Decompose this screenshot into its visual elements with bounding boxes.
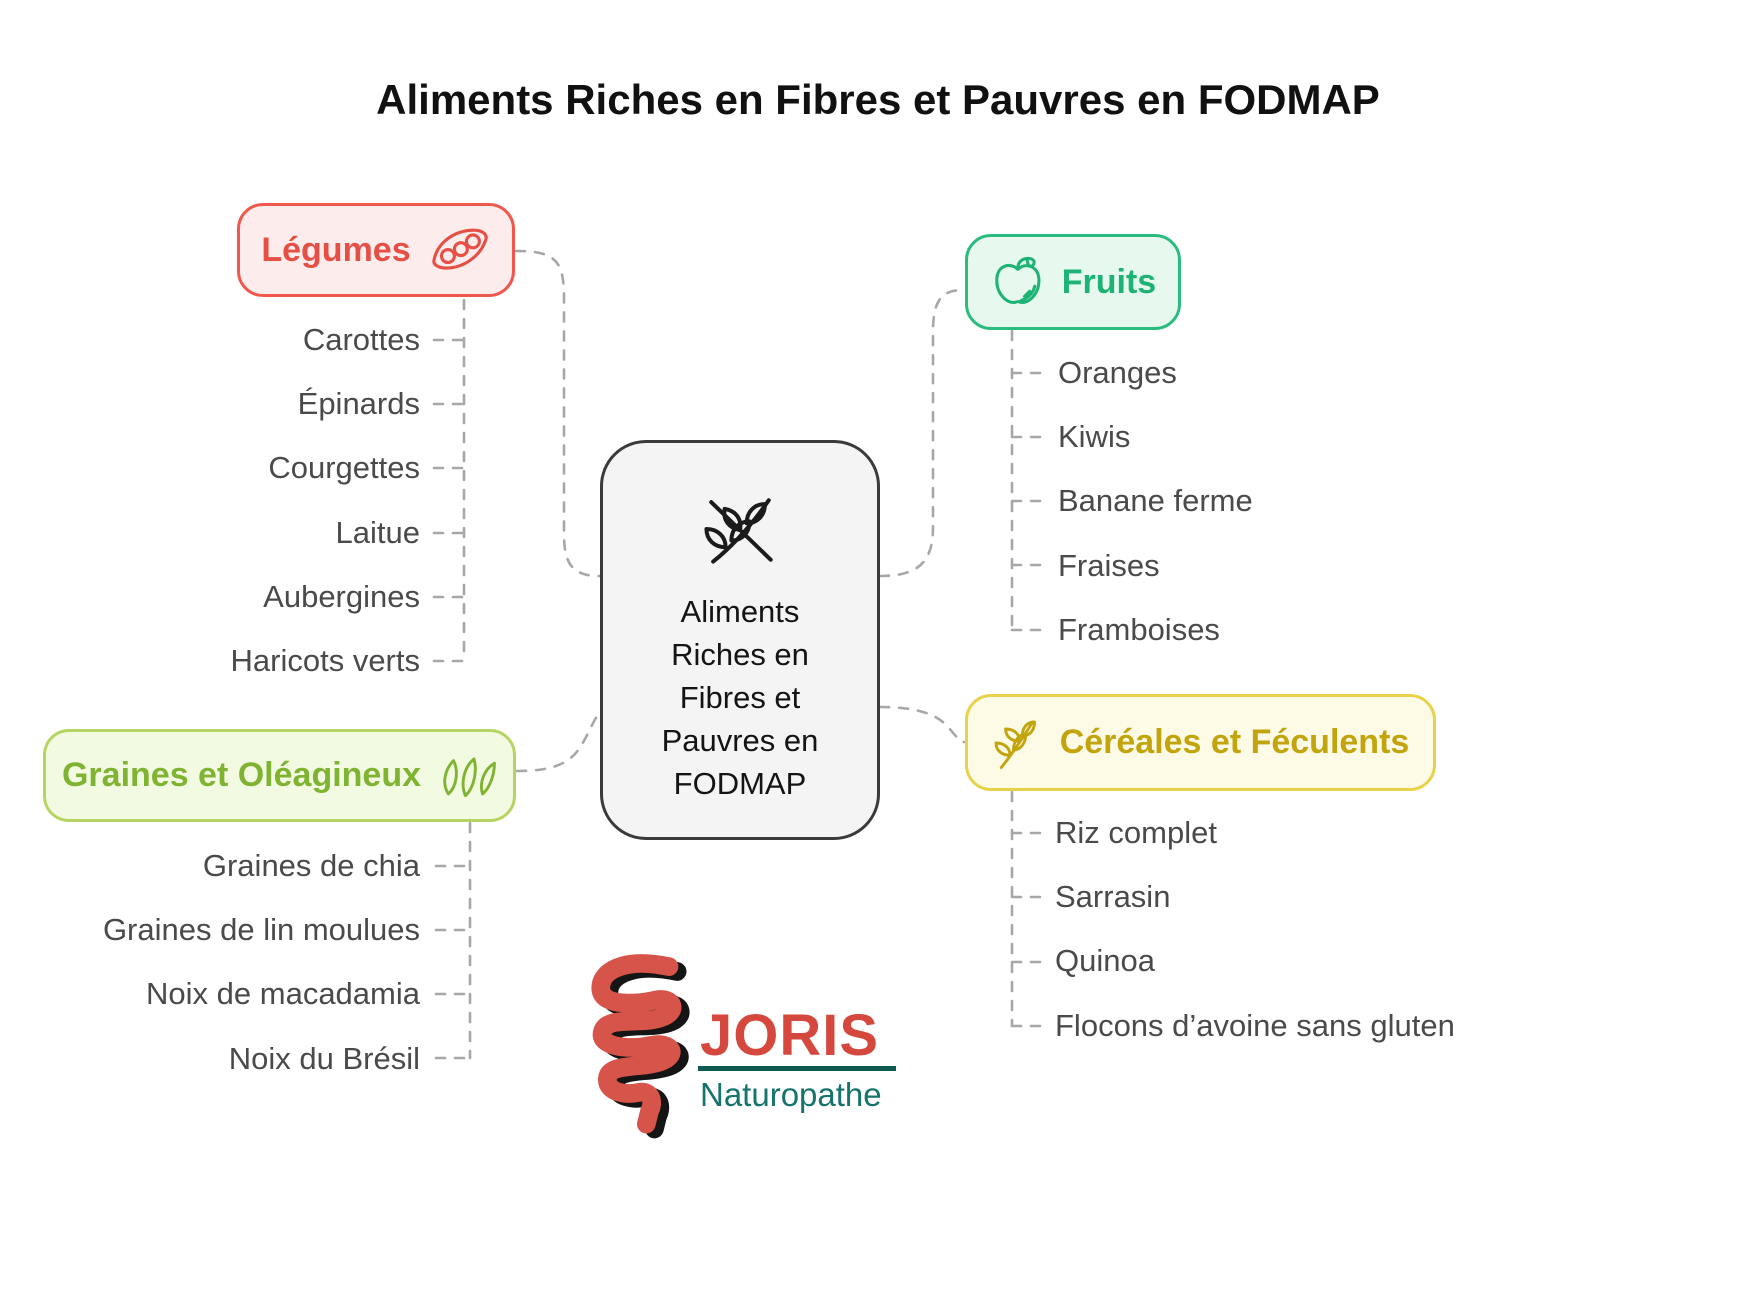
category-label-legumes: Légumes: [261, 230, 411, 269]
connector-legumes-center: [514, 249, 602, 578]
list-item: Banane ferme: [1058, 483, 1253, 519]
logo-subtitle: Naturopathe: [700, 1076, 882, 1113]
category-label-graines: Graines et Oléagineux: [61, 756, 422, 794]
logo-underline: [698, 1066, 896, 1071]
center-line: Fibres et: [679, 680, 801, 715]
center-line: Riches en: [671, 637, 809, 672]
list-item: Quinoa: [1055, 943, 1155, 979]
page-title: Aliments Riches en Fibres et Pauvres en …: [376, 76, 1380, 123]
list-item: Sarrasin: [1055, 879, 1171, 915]
list-item: Riz complet: [1055, 815, 1217, 851]
fruits-item-list: Oranges Kiwis Banane ferme Fraises Framb…: [1058, 341, 1253, 662]
category-box-fruits: Fruits: [965, 234, 1181, 330]
list-item: Graines de lin moulues: [102, 912, 420, 948]
category-label-fruits: Fruits: [1061, 262, 1157, 301]
legumes-item-list: Carottes Épinards Courgettes Laitue Aube…: [0, 308, 420, 693]
logo-name: JORIS: [700, 1003, 880, 1068]
connector-fruits-center: [878, 288, 966, 578]
center-line: Pauvres en: [661, 723, 819, 758]
category-box-legumes: Légumes: [237, 203, 515, 297]
list-item: Haricots verts: [230, 643, 420, 679]
cereales-item-list: Riz complet Sarrasin Quinoa Flocons d’av…: [1055, 801, 1455, 1058]
list-item: Carottes: [302, 322, 420, 358]
list-item: Framboises: [1058, 611, 1220, 647]
connector-cereales-center: [878, 705, 966, 744]
list-item: Courgettes: [268, 450, 420, 486]
list-item: Oranges: [1058, 355, 1177, 391]
list-item: Kiwis: [1058, 419, 1131, 455]
apple-icon: [990, 255, 1044, 309]
list-item: Épinards: [297, 386, 420, 422]
center-line: Aliments: [680, 594, 800, 629]
list-item: Flocons d’avoine sans gluten: [1055, 1007, 1455, 1043]
category-label-cereales: Céréales et Féculents: [1059, 723, 1410, 761]
category-box-graines: Graines et Oléagineux: [43, 729, 516, 822]
pea-pod-icon: [429, 223, 491, 277]
wheat-icon: [992, 715, 1042, 771]
intestine-icon: [570, 948, 708, 1151]
category-box-cereales: Céréales et Féculents: [965, 694, 1436, 791]
center-node-label: Aliments Riches en Fibres et Pauvres en …: [662, 590, 819, 805]
list-item: Noix de macadamia: [146, 976, 420, 1012]
list-item: Graines de chia: [202, 848, 420, 884]
graines-item-list: Graines de chia Graines de lin moulues N…: [0, 834, 420, 1091]
seeds-icon: [439, 752, 497, 800]
list-item: Noix du Brésil: [228, 1040, 420, 1076]
center-line: FODMAP: [673, 766, 807, 801]
center-node: Aliments Riches en Fibres et Pauvres en …: [600, 440, 880, 840]
list-item: Laitue: [335, 514, 420, 550]
crossed-wheat-icon: [694, 483, 786, 580]
list-item: Aubergines: [263, 578, 420, 614]
connector-graines-center: [515, 710, 602, 773]
list-item: Fraises: [1058, 547, 1160, 583]
